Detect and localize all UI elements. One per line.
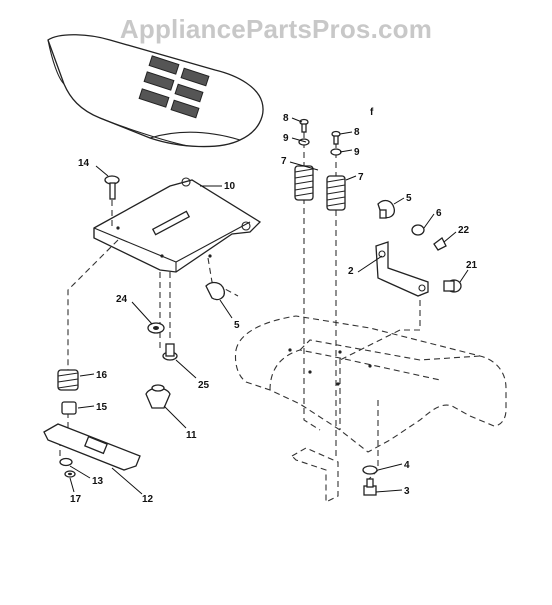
callout-4: 4 <box>404 460 410 471</box>
callout-16: 16 <box>96 370 108 381</box>
callout-9-right: 9 <box>354 147 360 158</box>
watermark-text: AppliancePartsPros.com <box>119 14 433 44</box>
bracket-assembly <box>205 199 462 301</box>
mounting-hardware <box>43 322 178 478</box>
callout-25: 25 <box>198 380 210 391</box>
screws-and-washers <box>298 118 342 156</box>
callout-8-left: 8 <box>283 113 289 124</box>
seat-pan <box>93 177 262 273</box>
springs <box>294 165 346 211</box>
callout-7-right: 7 <box>358 172 364 183</box>
washer-and-bolt <box>362 465 378 496</box>
callout-12: 12 <box>142 494 154 505</box>
callout-8-right: 8 <box>354 127 360 138</box>
callout-14: 14 <box>78 158 90 169</box>
callout-6: 6 <box>436 208 442 219</box>
callout-2: 2 <box>348 266 354 277</box>
callout-24: 24 <box>116 294 128 305</box>
callout-10: 10 <box>224 181 236 192</box>
callout-13: 13 <box>92 476 104 487</box>
callout-9-left: 9 <box>283 133 289 144</box>
callout-5-left: 5 <box>234 320 240 331</box>
callout-17: 17 <box>70 494 82 505</box>
leader-lines <box>69 117 469 495</box>
callout-5-right: 5 <box>406 193 412 204</box>
callout-7-left: 7 <box>281 156 287 167</box>
bolt <box>104 175 120 200</box>
callout-15: 15 <box>96 402 108 413</box>
callout-22: 22 <box>458 225 470 236</box>
callout-21: 21 <box>466 260 478 271</box>
callout-3: 3 <box>404 486 410 497</box>
callout-11: 11 <box>186 430 197 441</box>
seat <box>47 34 264 148</box>
fender <box>234 315 507 503</box>
callout-f: f <box>370 107 374 118</box>
